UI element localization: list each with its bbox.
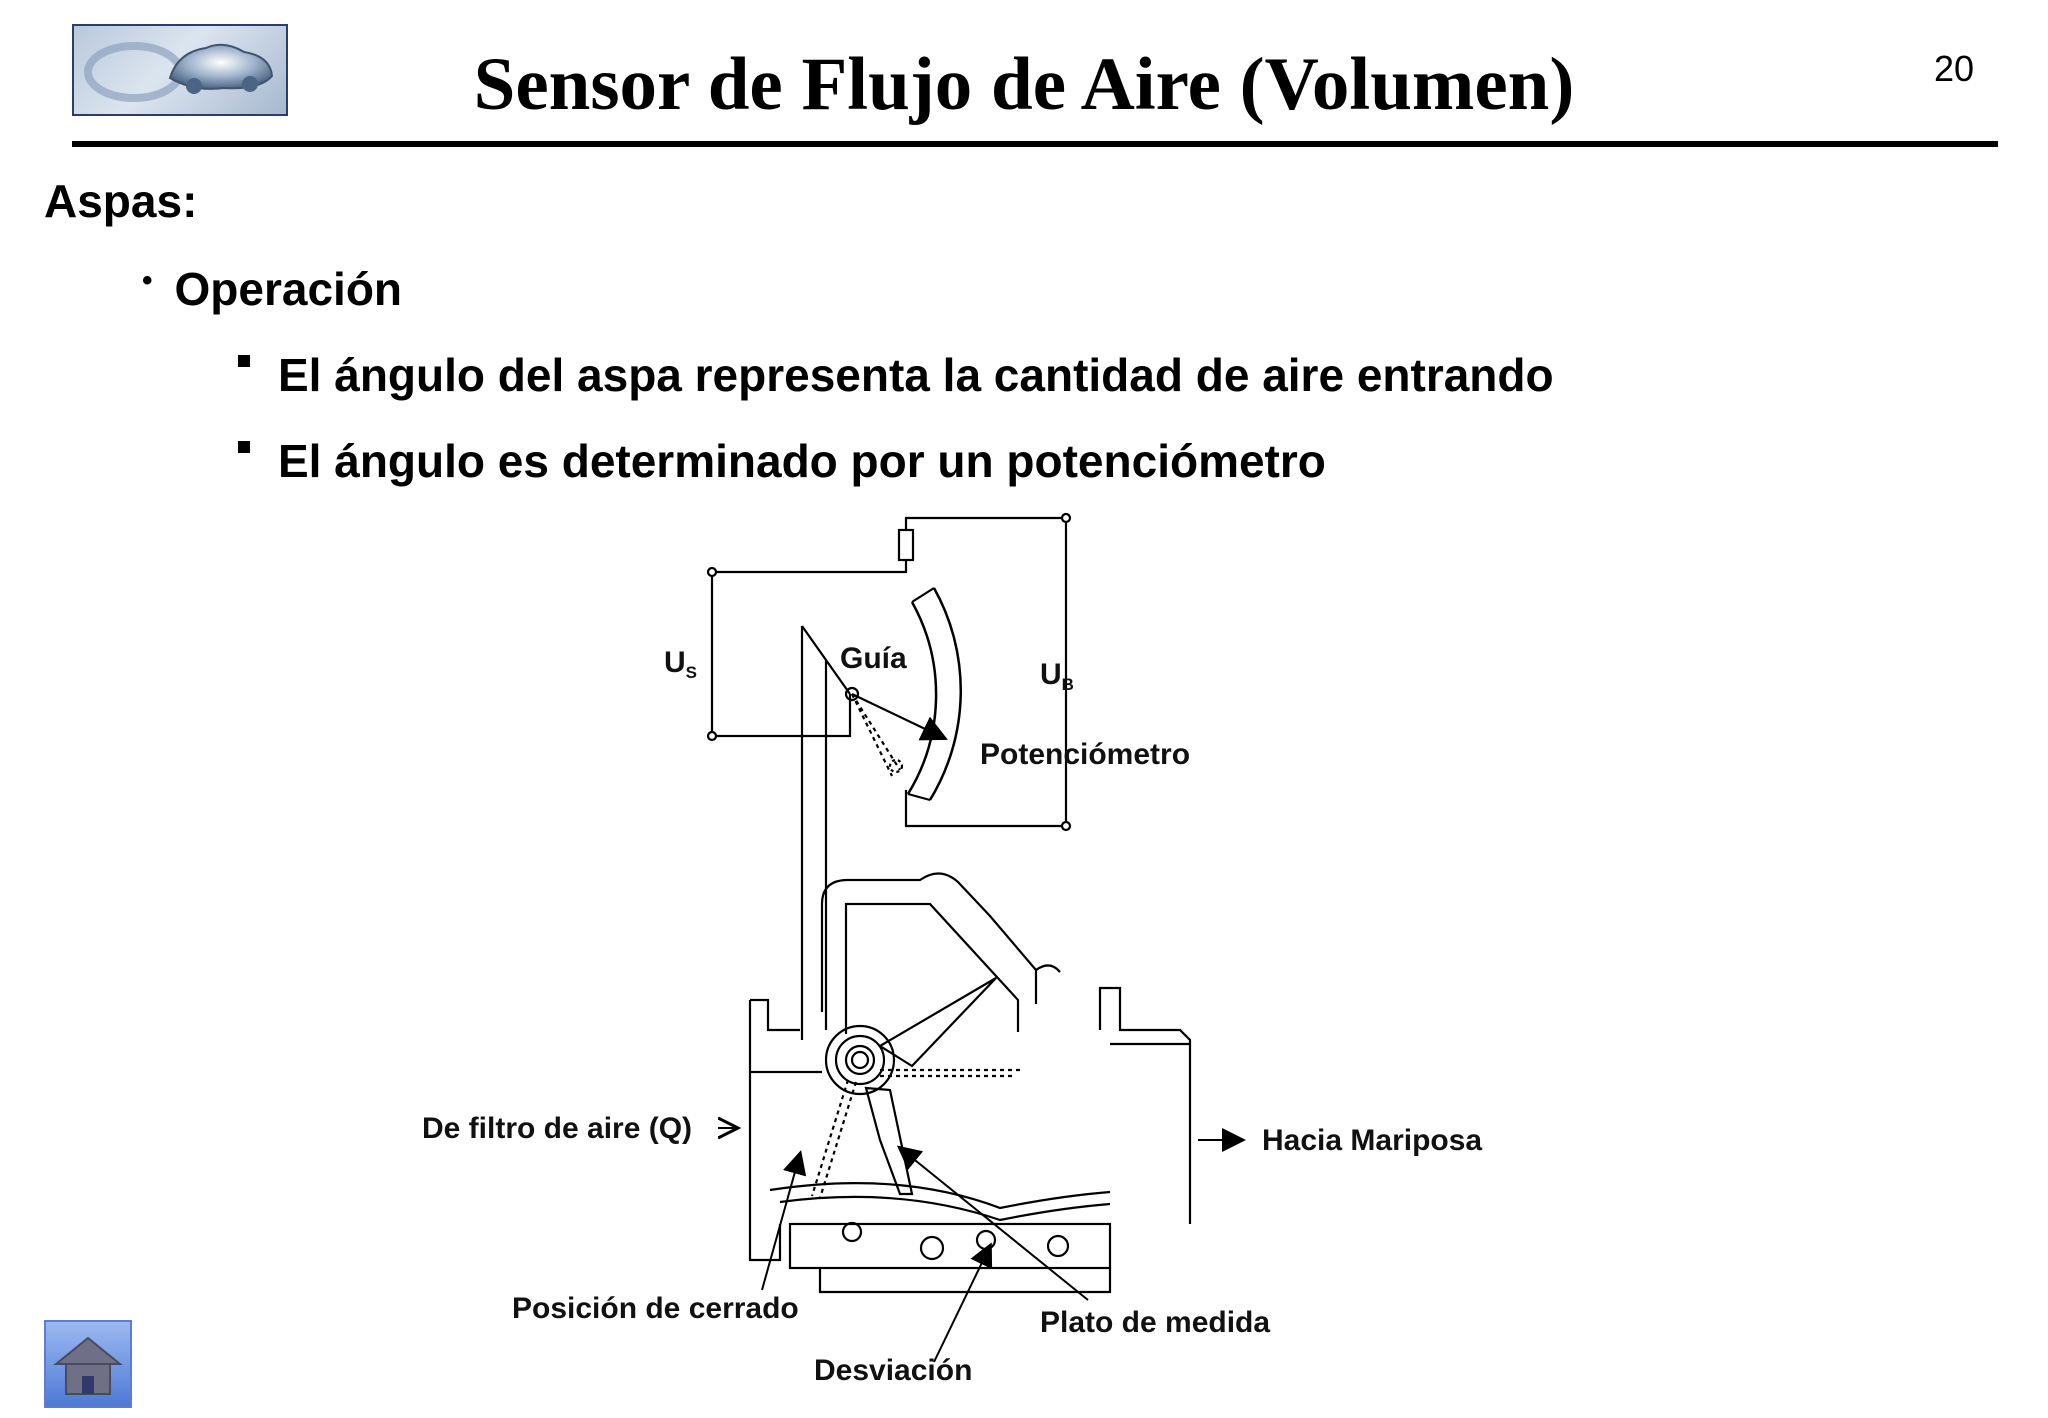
- sub-bullet-text: El ángulo del aspa representa la cantida…: [278, 349, 1554, 401]
- bullet-dot-icon: •: [142, 264, 153, 297]
- section-heading: Aspas:: [44, 175, 198, 227]
- sub-bullet-item: El ángulo del aspa representa la cantida…: [238, 348, 1554, 402]
- home-button[interactable]: [44, 1320, 132, 1408]
- title-divider: [72, 141, 1998, 147]
- label-hacia-mariposa: Hacia Mariposa: [1262, 1124, 1482, 1157]
- sub-bullet-item: El ángulo es determinado por un potenció…: [238, 434, 1326, 488]
- label-de-filtro: De filtro de aire (Q): [422, 1112, 692, 1145]
- potentiometer-circuit: [706, 512, 1072, 1040]
- label-ub: UB: [1040, 658, 1074, 694]
- car-logo-icon: [84, 42, 274, 102]
- company-logo: [72, 24, 288, 116]
- sensor-body: [748, 872, 1192, 1294]
- bullet-item: • Operación: [142, 262, 402, 316]
- home-icon: [53, 1336, 123, 1395]
- square-bullet-icon: [238, 441, 250, 453]
- square-bullet-icon: [238, 355, 250, 367]
- label-guia: Guía: [840, 642, 907, 675]
- label-plato-medida: Plato de medida: [1040, 1306, 1270, 1339]
- page-number: 20: [1934, 48, 1975, 89]
- bullet-text: Operación: [174, 263, 403, 315]
- slide-title: Sensor de Flujo de Aire (Volumen): [473, 43, 1575, 126]
- label-desviacion: Desviación: [814, 1354, 972, 1387]
- diagram-pointers: [718, 1128, 1246, 1363]
- sub-bullet-text: El ángulo es determinado por un potenció…: [278, 435, 1326, 487]
- label-us: US: [664, 646, 697, 682]
- label-potenciometro: Potenciómetro: [980, 738, 1190, 771]
- label-posicion-cerrado: Posición de cerrado: [512, 1292, 799, 1325]
